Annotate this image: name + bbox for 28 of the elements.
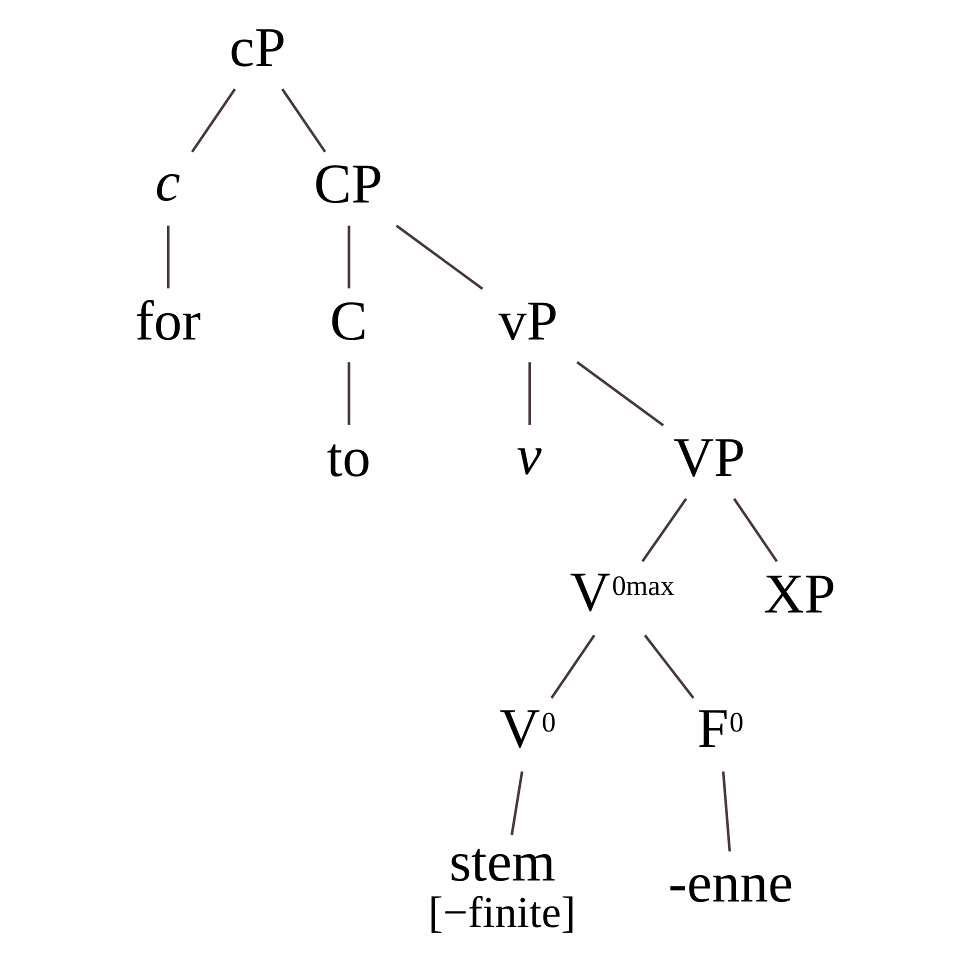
connector bbox=[576, 361, 664, 426]
node-text: -enne bbox=[668, 852, 793, 914]
node-text: V$^{0}$ bbox=[499, 698, 556, 760]
node-text: V$^{0max}$ bbox=[569, 561, 674, 624]
connector bbox=[510, 771, 523, 836]
connector bbox=[721, 771, 731, 852]
node-text: F$^{0}$ bbox=[696, 698, 744, 760]
connector bbox=[550, 634, 595, 699]
node-text: vP bbox=[498, 290, 558, 352]
node-text: cP bbox=[228, 17, 286, 80]
node-text: C bbox=[329, 290, 367, 352]
node-text: v bbox=[516, 424, 542, 487]
connector bbox=[395, 224, 483, 290]
connector bbox=[190, 88, 236, 153]
node-text: c bbox=[154, 152, 180, 214]
node-text: CP bbox=[313, 154, 382, 216]
connector bbox=[166, 226, 170, 288]
connector bbox=[347, 226, 350, 288]
connector bbox=[280, 88, 326, 153]
connector bbox=[732, 498, 778, 562]
connector bbox=[643, 634, 694, 699]
node-text: for bbox=[134, 290, 200, 352]
connector bbox=[528, 362, 530, 425]
node-text: VP bbox=[672, 426, 745, 489]
connector bbox=[640, 498, 687, 562]
node-text: XP bbox=[763, 563, 835, 626]
connector bbox=[347, 362, 350, 425]
node-text: to bbox=[326, 426, 370, 489]
